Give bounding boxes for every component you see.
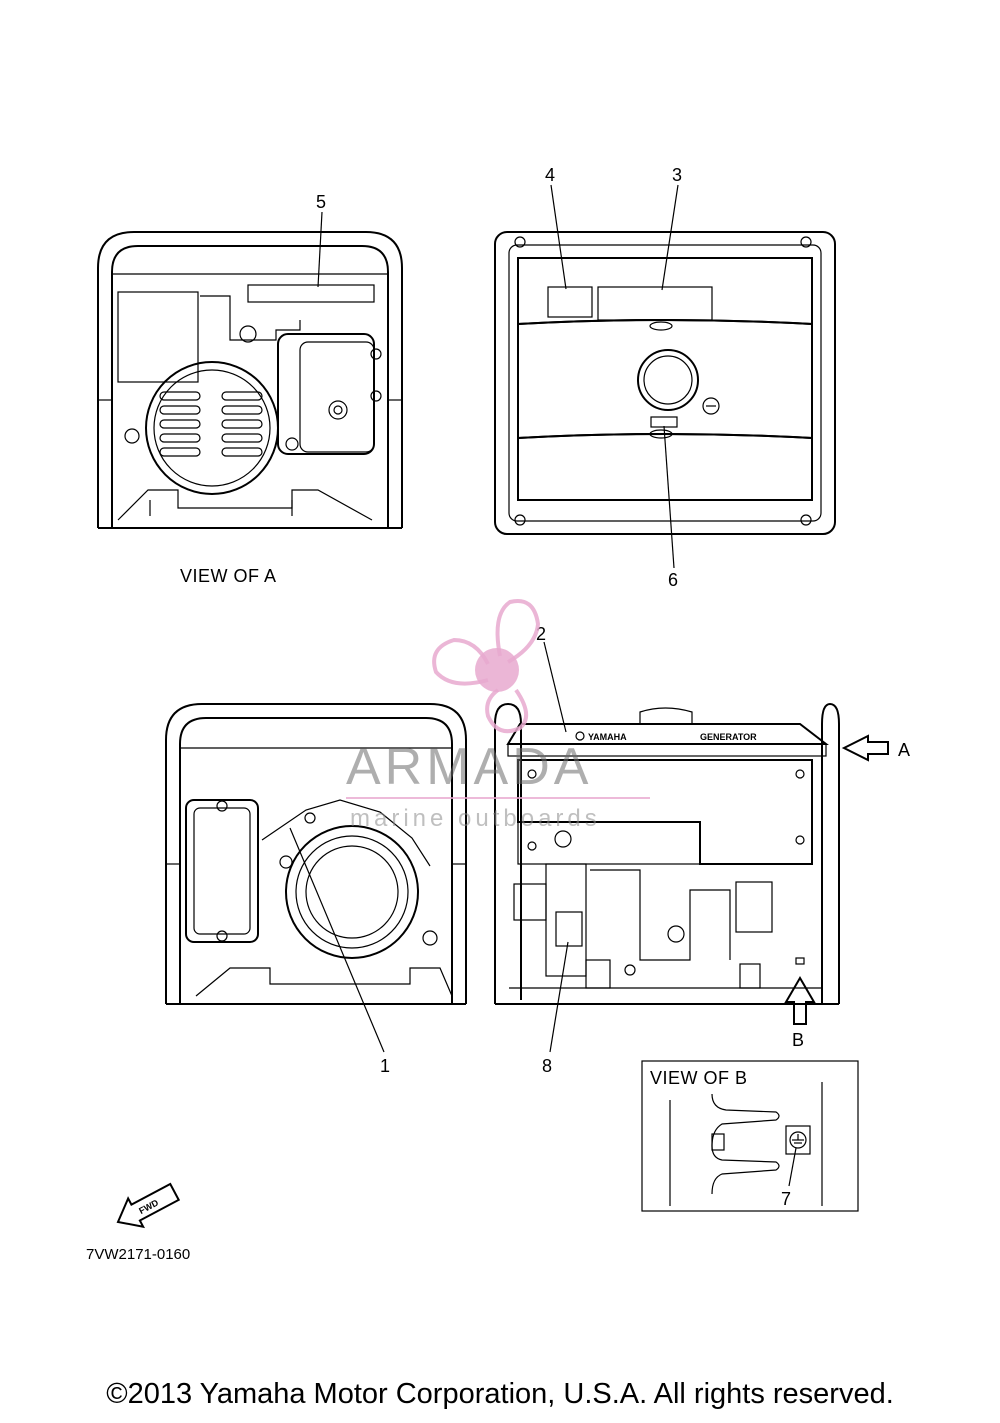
view-a-drawing: [97, 231, 403, 529]
callout-5: 5: [316, 192, 326, 212]
view-a-label: VIEW OF A: [180, 566, 277, 586]
armada-watermark: ARMADA marine outboards: [346, 599, 650, 832]
callout-7: 7: [781, 1189, 791, 1209]
callout-4: 4: [545, 165, 555, 185]
callout-3: 3: [672, 165, 682, 185]
generator-label: GENERATOR: [700, 732, 757, 742]
callouts: 1 2 3 4 5 6 7 8: [316, 165, 791, 1209]
arrow-a: A: [841, 734, 910, 762]
callout-1: 1: [380, 1056, 390, 1076]
view-b-label: VIEW OF B: [650, 1068, 748, 1088]
view-b-detail: [641, 1060, 859, 1212]
arrow-b-label: B: [792, 1030, 804, 1050]
callout-6: 6: [668, 570, 678, 590]
arrow-b: B: [784, 976, 816, 1050]
rear-view-drawing: [165, 703, 467, 1005]
watermark-title: ARMADA: [346, 738, 592, 796]
brand-label: YAMAHA: [588, 732, 627, 742]
leader-lines: [289, 184, 797, 1187]
part-code: 7VW2171-0160: [86, 1246, 190, 1263]
propeller-logo: [432, 599, 541, 733]
fwd-arrow: FWD: [116, 1182, 181, 1229]
callout-2: 2: [536, 624, 546, 644]
callout-8: 8: [542, 1056, 552, 1076]
front-view-drawing: [494, 231, 836, 535]
arrow-a-label: A: [898, 740, 910, 760]
watermark-subtitle: marine outboards: [350, 805, 601, 832]
copyright-notice: ©2013 Yamaha Motor Corporation, U.S.A. A…: [106, 1378, 894, 1410]
